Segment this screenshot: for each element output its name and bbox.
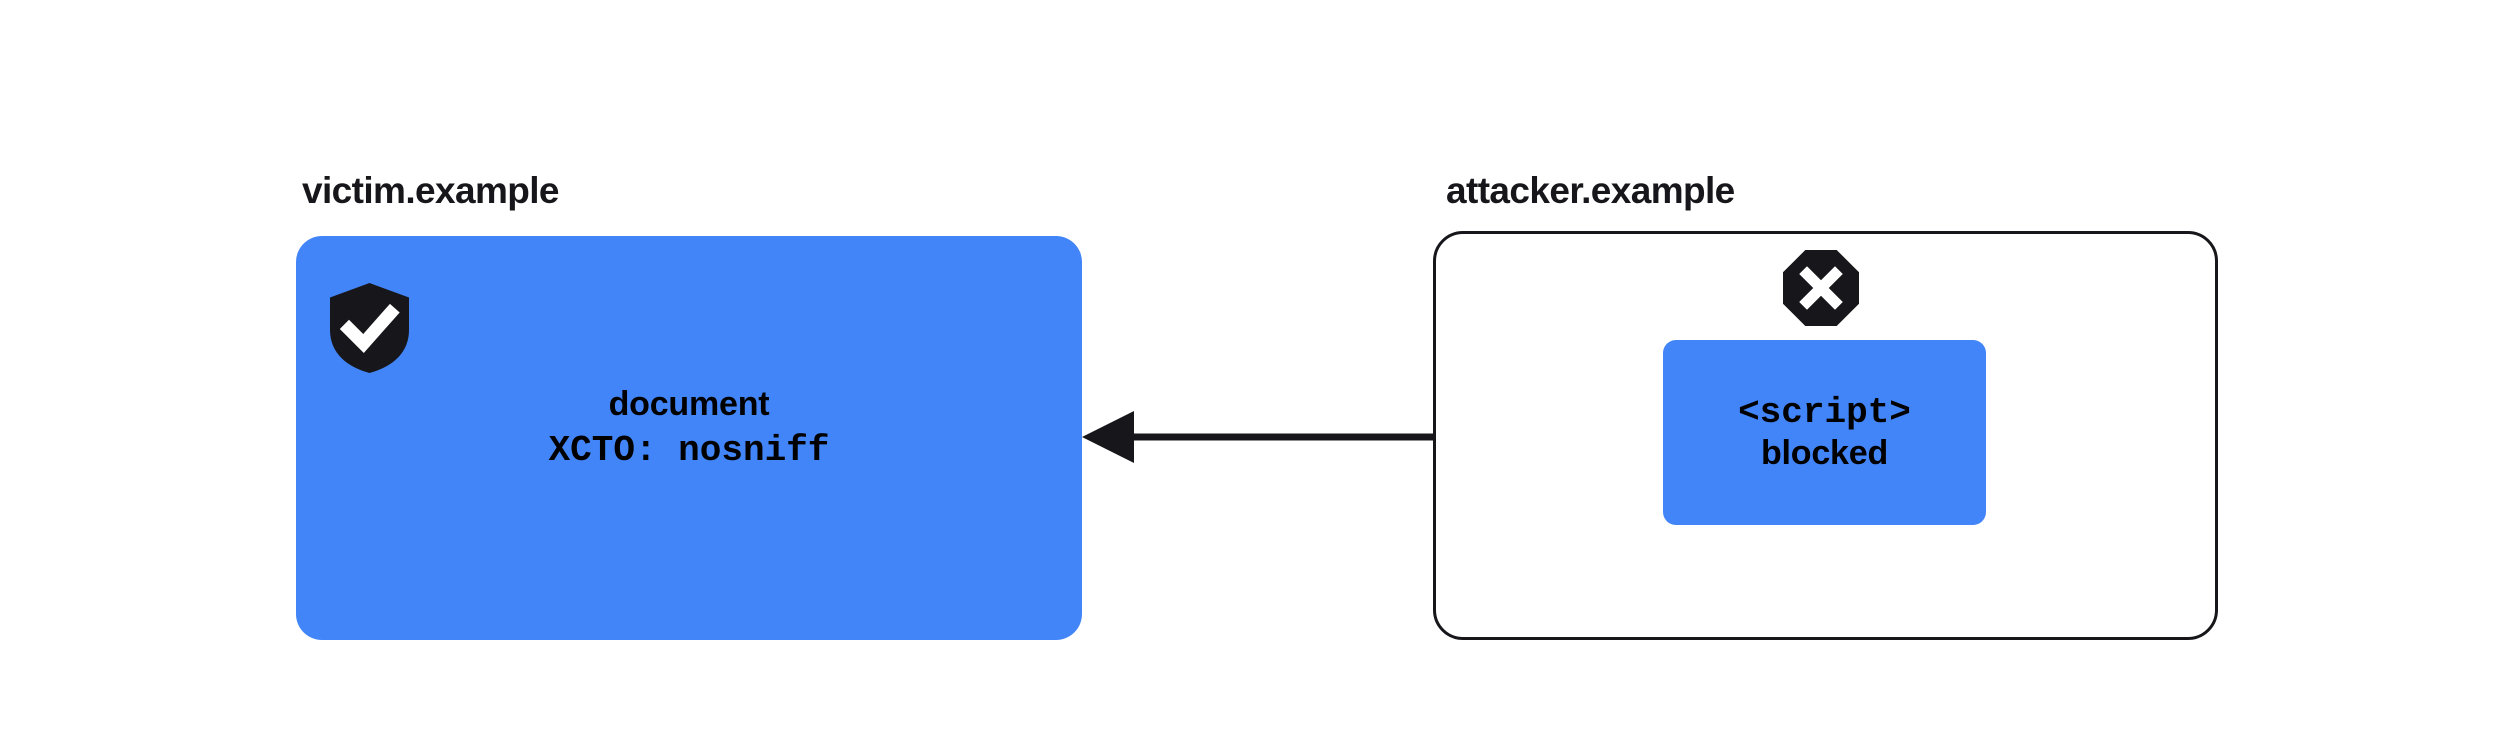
victim-document-text: document XCTO: nosniff [296, 384, 1082, 473]
victim-origin-label: victim.example [302, 170, 560, 211]
octagon-x-icon [1783, 250, 1859, 326]
victim-document-panel: document XCTO: nosniff [296, 236, 1082, 640]
shield-check-icon [330, 283, 409, 373]
document-header-value: XCTO: nosniff [548, 430, 830, 472]
script-state-label: blocked [1760, 433, 1889, 472]
attacker-origin-label: attacker.example [1446, 170, 1735, 211]
attacker-origin-panel: <script> blocked [1433, 231, 2218, 640]
blocked-request-arrow [1070, 405, 1670, 469]
document-title: document [608, 385, 770, 423]
blocked-script-box: <script> blocked [1663, 340, 1986, 525]
script-tag-label: <script> [1738, 391, 1911, 433]
